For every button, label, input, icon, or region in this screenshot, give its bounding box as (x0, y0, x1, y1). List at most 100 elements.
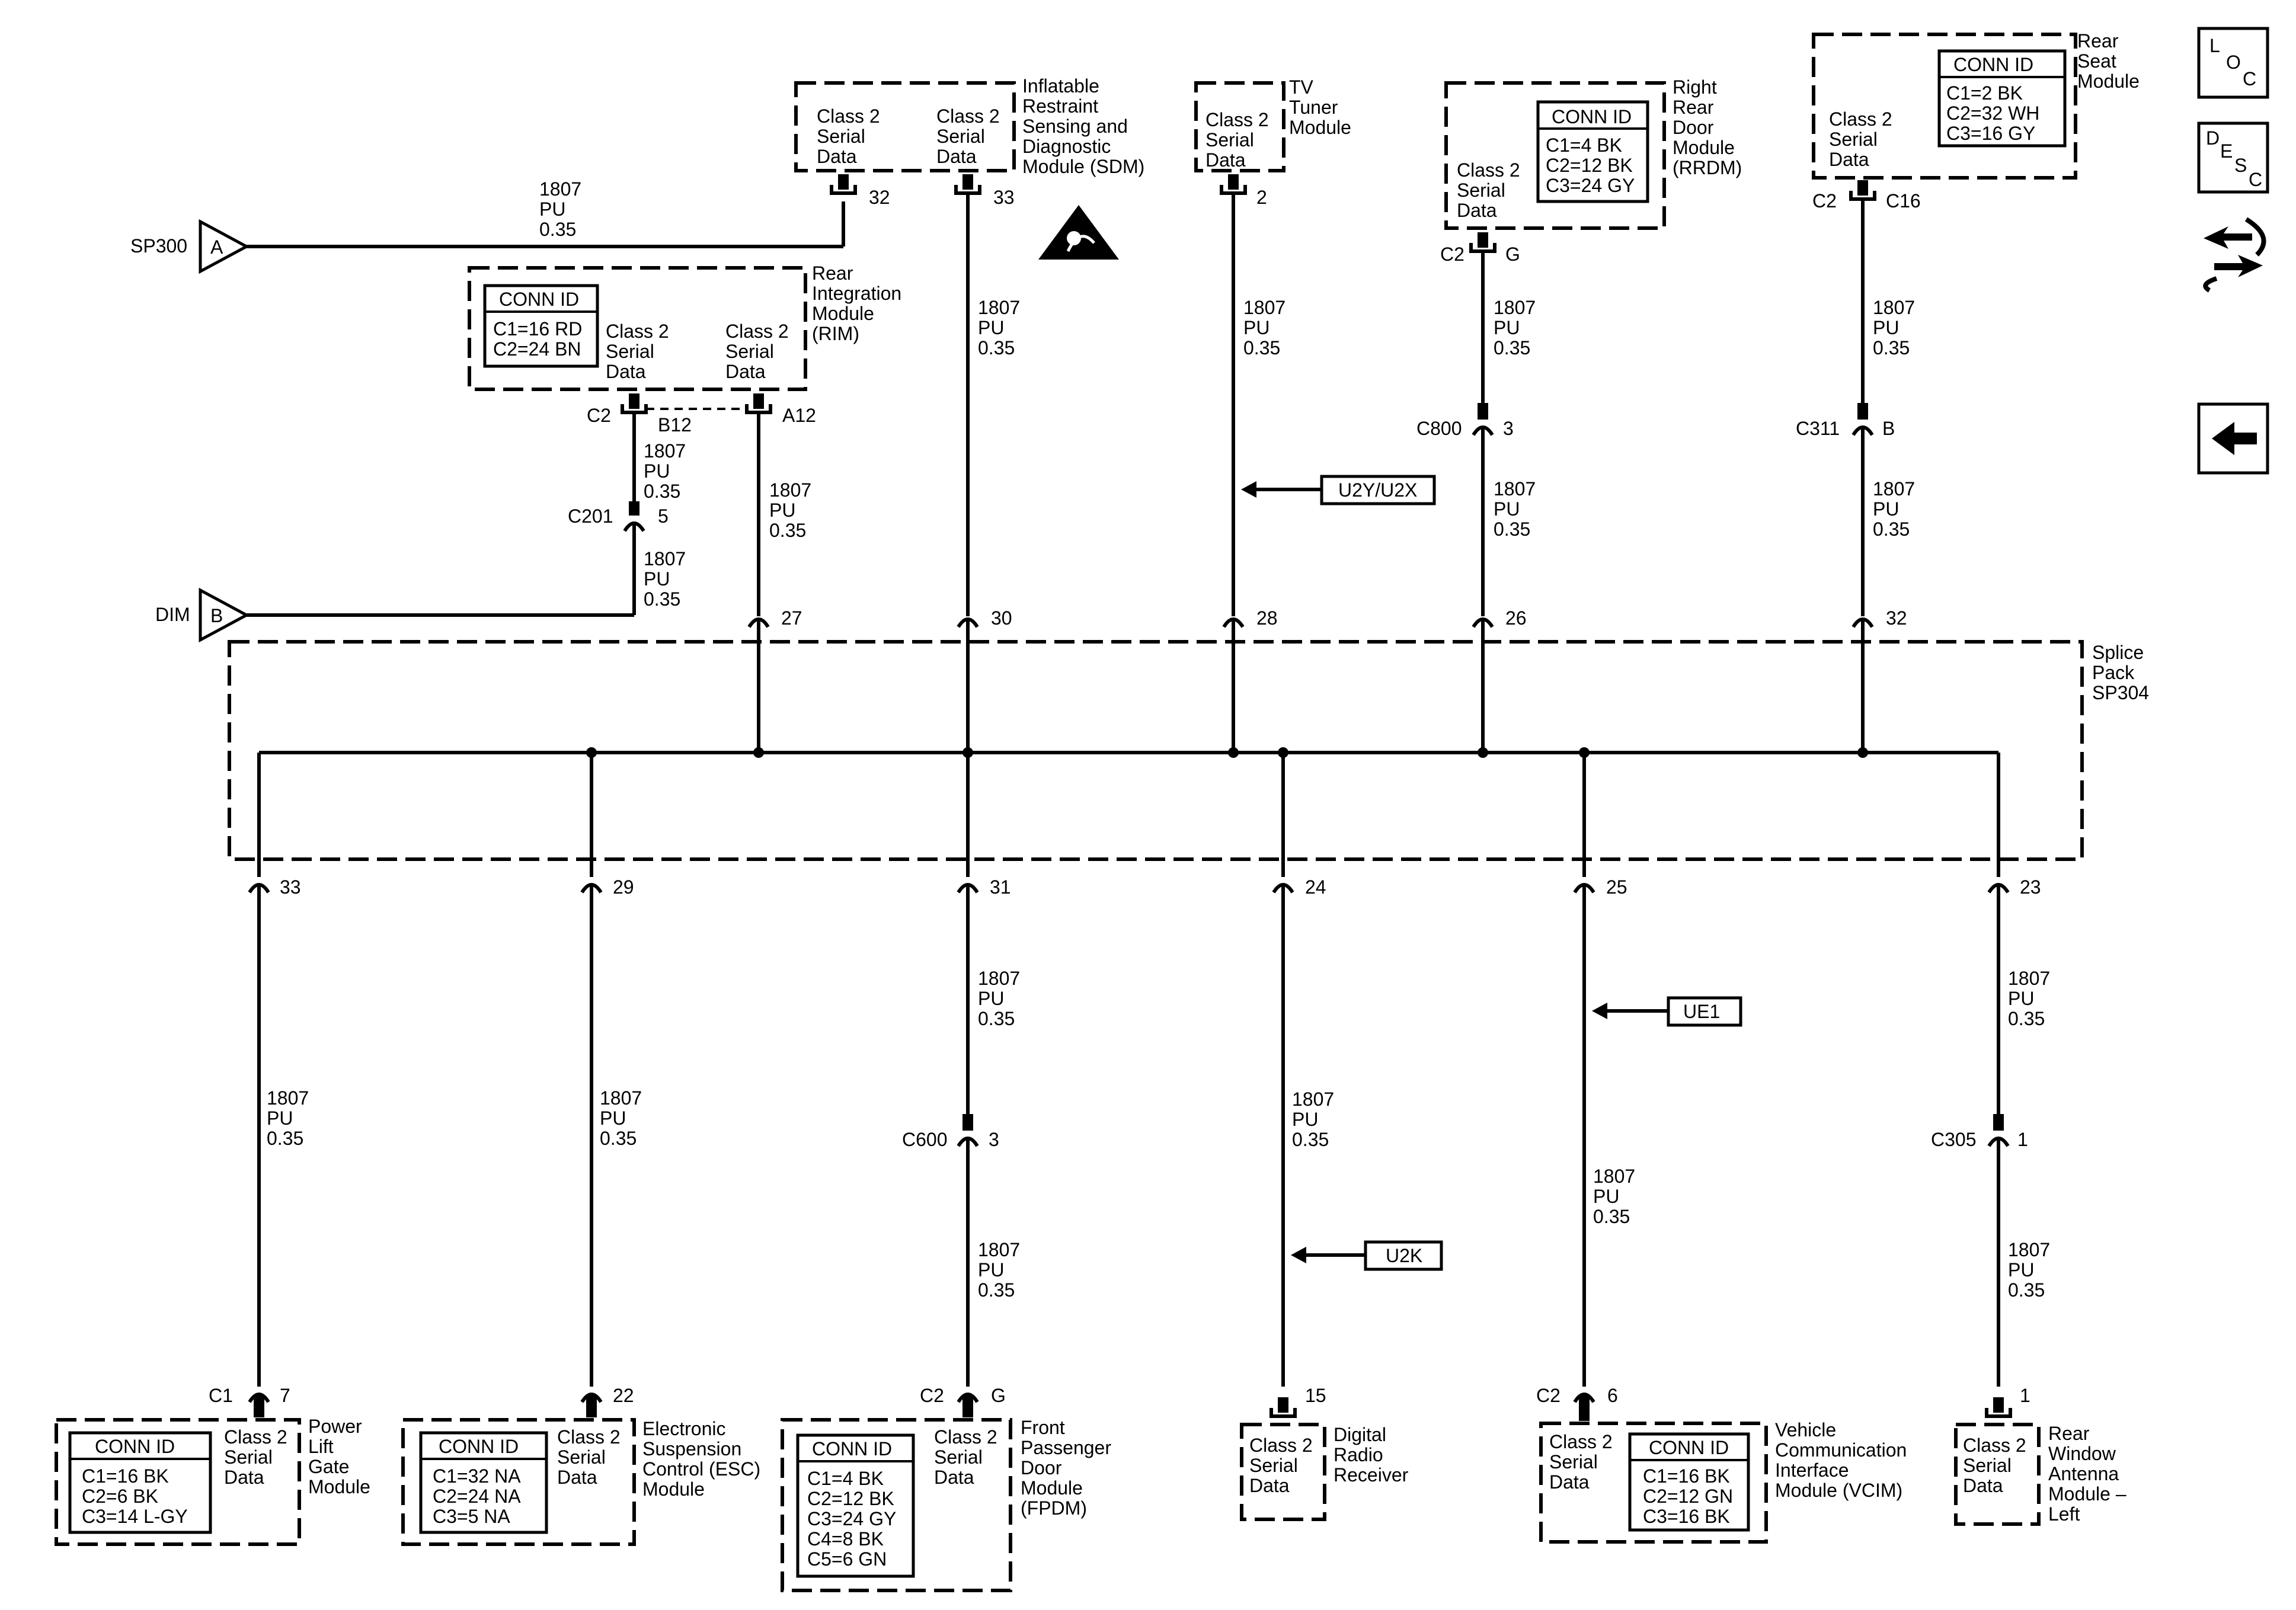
svg-text:Module: Module (2077, 71, 2140, 92)
svg-text:C201: C201 (568, 505, 613, 527)
inline-connector-c305: C305 1 (1931, 1129, 2028, 1150)
desc-button[interactable]: D E S C (2197, 121, 2269, 194)
svg-text:Class 2: Class 2 (1205, 109, 1269, 130)
sdm-module-box (794, 81, 1016, 172)
loc-button[interactable]: L O C (2197, 27, 2269, 99)
svg-text:0.35: 0.35 (644, 481, 680, 502)
svg-text:C2=24 NA: C2=24 NA (433, 1486, 521, 1507)
svg-text:PU: PU (1494, 317, 1520, 338)
svg-text:G: G (1505, 244, 1520, 265)
svg-text:1807: 1807 (1243, 297, 1285, 318)
inline-connector-c311: C311 B (1796, 418, 1895, 439)
svg-text:Module (VCIM): Module (VCIM) (1775, 1480, 1902, 1501)
svg-text:Lift: Lift (308, 1436, 334, 1457)
svg-text:1807: 1807 (978, 968, 1020, 989)
svg-text:Interface: Interface (1775, 1459, 1849, 1481)
svg-text:C2=24 BN: C2=24 BN (493, 338, 581, 360)
option-tag-ue1: UE1 (1592, 996, 1742, 1027)
svg-text:CONN ID: CONN ID (439, 1436, 519, 1457)
svg-text:C2: C2 (587, 405, 611, 426)
svg-text:0.35: 0.35 (539, 219, 576, 240)
svg-text:PU: PU (267, 1108, 293, 1129)
svg-text:Data: Data (1963, 1475, 2003, 1496)
svg-text:(RIM): (RIM) (812, 323, 859, 344)
svg-text:Right: Right (1673, 76, 1717, 98)
svg-text:Left: Left (2048, 1503, 2080, 1525)
svg-text:Serial: Serial (1829, 129, 1878, 150)
offpage-connector-sp300[interactable]: SP300 A (130, 219, 250, 274)
svg-text:25: 25 (1606, 876, 1627, 898)
svg-text:C2=12 BK: C2=12 BK (807, 1488, 894, 1509)
vcim-conn-id-table (1628, 1432, 1750, 1532)
svg-text:Data: Data (725, 361, 766, 382)
svg-text:1807: 1807 (1873, 297, 1915, 318)
svg-text:33: 33 (280, 876, 301, 898)
svg-text:PU: PU (978, 988, 1004, 1009)
svg-text:Seat: Seat (2077, 50, 2116, 72)
back-arrow-icon[interactable] (2197, 402, 2269, 475)
svg-text:Data: Data (606, 361, 646, 382)
svg-text:0.35: 0.35 (978, 1008, 1015, 1029)
svg-text:Module: Module (308, 1476, 370, 1497)
svg-text:Passenger: Passenger (1021, 1437, 1111, 1458)
svg-text:B12: B12 (658, 414, 692, 436)
svg-text:C5=6 GN: C5=6 GN (807, 1548, 887, 1570)
svg-text:C2=12 BK: C2=12 BK (1546, 155, 1633, 176)
svg-text:Antenna: Antenna (2048, 1463, 2119, 1484)
svg-text:1807: 1807 (539, 178, 581, 200)
splice-pack-label: Splice Pack SP304 (2092, 642, 2149, 703)
svg-text:C2=12 GN: C2=12 GN (1643, 1486, 1733, 1507)
svg-text:SP304: SP304 (2092, 682, 2149, 703)
svg-text:31: 31 (990, 876, 1011, 898)
svg-text:Serial: Serial (936, 126, 985, 147)
rim-module-box (468, 266, 807, 391)
svg-text:1807: 1807 (2008, 1239, 2050, 1260)
svg-text:0.35: 0.35 (1873, 518, 1910, 540)
svg-text:C1=4 BK: C1=4 BK (807, 1468, 884, 1489)
svg-text:1807: 1807 (1494, 297, 1536, 318)
svg-text:C1=16 RD: C1=16 RD (493, 318, 582, 340)
sdm-pin-labels: 32 33 (869, 187, 1015, 208)
svg-text:C1: C1 (209, 1385, 233, 1406)
svg-text:Serial: Serial (725, 341, 774, 362)
svg-text:7: 7 (280, 1385, 290, 1406)
svg-text:Rear: Rear (1673, 97, 1714, 118)
svg-text:PU: PU (1292, 1109, 1318, 1130)
svg-text:1807: 1807 (644, 548, 686, 569)
svg-text:Class 2: Class 2 (1963, 1435, 2026, 1456)
svg-text:PU: PU (539, 199, 565, 220)
tv-tuner-module-box (1194, 81, 1285, 172)
svg-text:C3=24 GY: C3=24 GY (807, 1508, 896, 1529)
svg-text:Front: Front (1021, 1417, 1065, 1438)
swap-arrows-icon[interactable] (2203, 217, 2266, 293)
svg-text:C2: C2 (1812, 190, 1837, 212)
svg-text:A: A (210, 236, 223, 258)
offpage-connector-dim[interactable]: DIM B (155, 587, 250, 643)
plg-module-box (55, 1418, 301, 1546)
svg-text:C2: C2 (920, 1385, 944, 1406)
svg-text:Restraint: Restraint (1022, 95, 1098, 117)
rear-seat-module-box (1812, 33, 2077, 180)
svg-text:TV: TV (1289, 76, 1314, 98)
svg-text:C1=16 BK: C1=16 BK (82, 1465, 169, 1487)
svg-text:E: E (2220, 140, 2233, 162)
svg-text:1807: 1807 (2008, 968, 2050, 989)
